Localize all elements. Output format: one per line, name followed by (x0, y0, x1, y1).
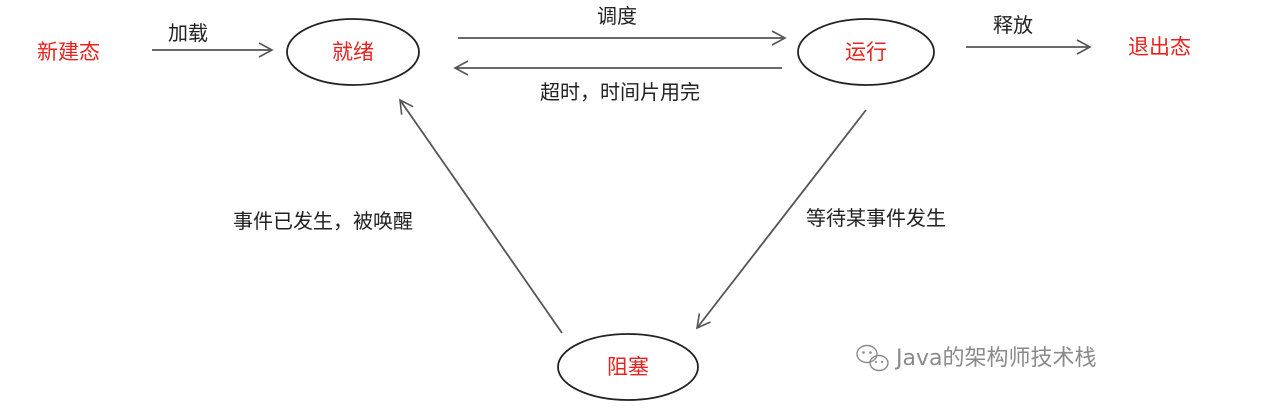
state-ready-label: 就绪 (332, 40, 374, 64)
blocked-node (557, 333, 699, 401)
wake-up-label: 事件已发生，被唤醒 (233, 209, 413, 233)
state-blocked-label: 阻塞 (607, 355, 649, 379)
wait-event-arrow (695, 109, 867, 330)
running-node (797, 18, 935, 86)
wait-event-label: 等待某事件发生 (806, 206, 946, 230)
load-label: 加载 (168, 21, 208, 45)
state-new-label: 新建态 (37, 40, 100, 64)
state-running-label: 运行 (845, 40, 887, 64)
dispatch-label: 调度 (597, 4, 637, 28)
timeout-label: 超时，时间片用完 (540, 80, 700, 104)
state-exit-label: 退出态 (1128, 35, 1191, 59)
watermark-text: Java的架构师技术栈 (896, 346, 1097, 371)
wechat-icon (856, 344, 889, 372)
wake-up-arrow (399, 98, 563, 334)
ready-node (286, 18, 420, 86)
release-label: 释放 (993, 13, 1033, 37)
